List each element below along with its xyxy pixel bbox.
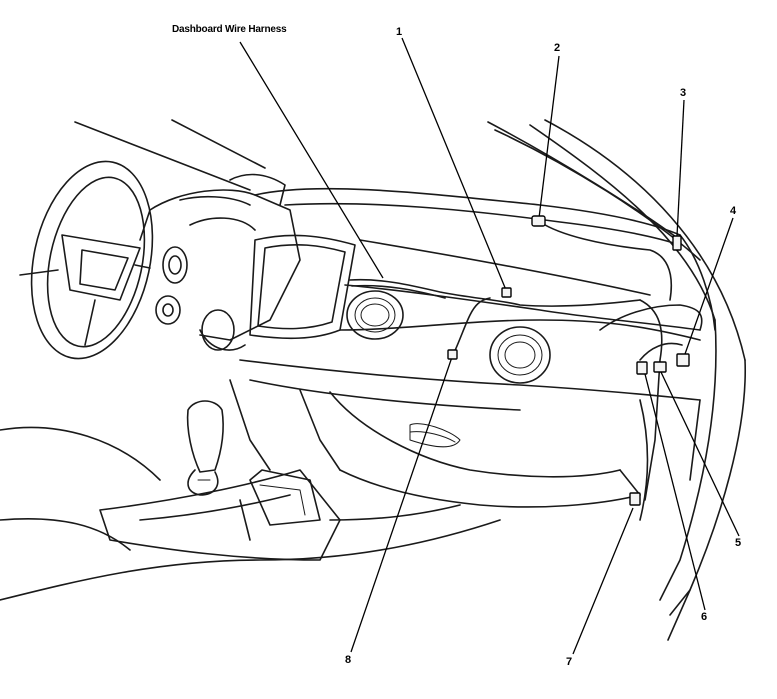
callout-4: 4 <box>730 205 737 217</box>
callout-2: 2 <box>554 42 561 54</box>
connectors <box>447 215 690 506</box>
gear-shifter <box>186 400 224 496</box>
glove-box <box>409 423 461 448</box>
connector-1 <box>501 287 512 298</box>
diagram-title: Dashboard Wire Harness <box>172 24 287 35</box>
steering-wheel <box>19 160 188 360</box>
door-pillar <box>659 319 747 641</box>
connector-7 <box>629 492 641 506</box>
connector-6 <box>636 361 648 375</box>
callout-3: 3 <box>680 87 687 99</box>
dashboard-face <box>239 284 703 521</box>
callout-1: 1 <box>396 26 403 38</box>
callout-7: 7 <box>566 656 573 668</box>
callout-8: 8 <box>345 654 352 666</box>
air-vent-center <box>489 326 551 384</box>
wire-harness <box>349 221 683 501</box>
windshield-outline <box>74 119 746 361</box>
connector-3 <box>672 235 682 251</box>
connector-2 <box>531 215 546 227</box>
instrument-cluster-housing <box>139 173 301 351</box>
leader-lines <box>239 37 740 655</box>
callout-6: 6 <box>701 611 708 623</box>
center-console <box>99 469 461 561</box>
connector-5 <box>653 361 667 373</box>
air-vent-left <box>346 290 404 340</box>
callout-5: 5 <box>735 537 742 549</box>
left-seat <box>0 379 501 601</box>
connector-8 <box>447 349 458 360</box>
center-display-bezel <box>249 234 356 340</box>
connector-4 <box>676 353 690 367</box>
